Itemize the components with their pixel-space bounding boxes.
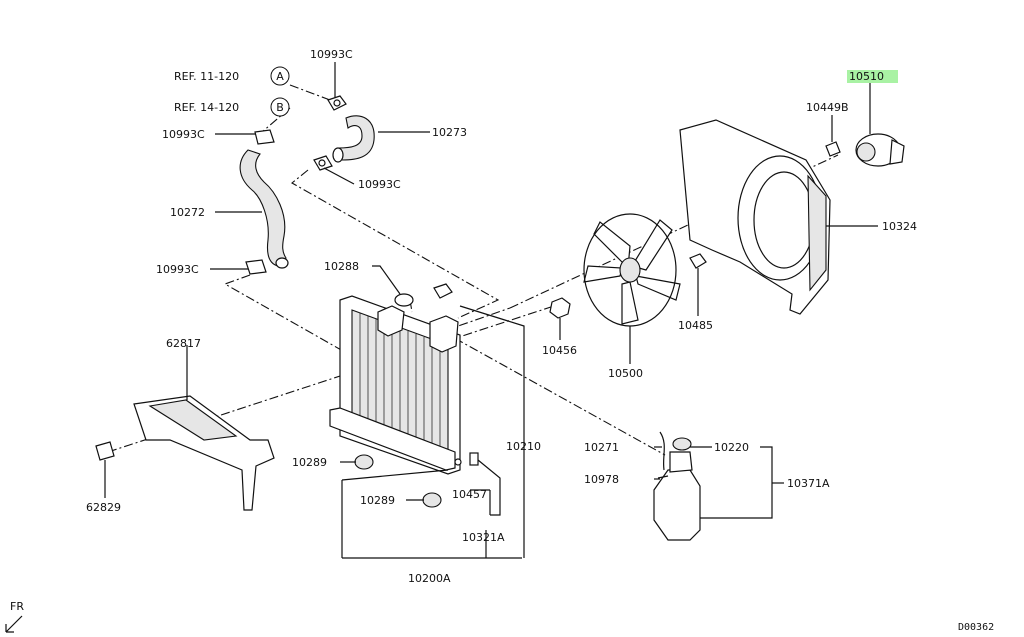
bolt-10449b[interactable] (825, 141, 841, 157)
mount-bushing-10289-a[interactable] (354, 454, 374, 470)
label-10993c-left[interactable]: 10993C (162, 128, 205, 141)
reference-a-circle: A (276, 70, 284, 83)
label-10324[interactable]: 10324 (882, 220, 917, 233)
label-10485[interactable]: 10485 (678, 319, 713, 332)
reference-a-text: REF. 11-120 (174, 70, 239, 83)
reference-b[interactable]: REF. 14-120 B (174, 97, 290, 117)
bracket-62817[interactable] (133, 395, 275, 511)
label-10978[interactable]: 10978 (584, 473, 619, 486)
label-10371a[interactable]: 10371A (787, 477, 830, 490)
clamp-10993c-bottom[interactable] (245, 259, 267, 275)
label-10321a[interactable]: 10321A (462, 531, 505, 544)
label-10289-a[interactable]: 10289 (292, 456, 327, 469)
reference-b-circle: B (276, 101, 284, 114)
label-10457[interactable]: 10457 (452, 488, 487, 501)
drain-plug-10457[interactable] (454, 452, 479, 466)
label-10210[interactable]: 10210 (506, 440, 541, 453)
label-10510[interactable]: 10510 (849, 70, 884, 83)
grommet-62829[interactable] (95, 441, 115, 461)
diagram-code: D00362 (958, 622, 994, 633)
highlight-10510 (847, 70, 898, 83)
leader-lines (104, 62, 878, 559)
label-10449b[interactable]: 10449B (806, 101, 849, 114)
radiator-cap-10288-a[interactable] (394, 293, 414, 307)
label-10288[interactable]: 10288 (324, 260, 359, 273)
mount-bushing-10289-b[interactable] (422, 492, 442, 508)
label-10289-b[interactable]: 10289 (360, 494, 395, 507)
label-62829[interactable]: 62829 (86, 501, 121, 514)
bolt-10485[interactable] (689, 253, 707, 269)
clamp-10993c-b[interactable] (254, 129, 275, 145)
radiator-cap-10288-b[interactable] (433, 283, 453, 299)
label-62817[interactable]: 62817 (166, 337, 201, 350)
fan-motor-10510[interactable] (855, 133, 905, 167)
nut-10456[interactable] (549, 297, 571, 319)
fan-shroud-10324[interactable] (679, 119, 831, 315)
clip-10978[interactable] (657, 475, 669, 479)
tank-cap-10220[interactable] (672, 437, 692, 451)
label-10993c-middle[interactable]: 10993C (358, 178, 401, 191)
front-marker-text: FR (10, 600, 24, 613)
upper-hose-10273[interactable] (332, 115, 375, 163)
clamp-10993c-top[interactable] (327, 95, 347, 111)
label-10993c-top[interactable]: 10993C (310, 48, 353, 61)
reference-b-text: REF. 14-120 (174, 101, 239, 114)
label-10456[interactable]: 10456 (542, 344, 577, 357)
lower-hose-10272[interactable] (239, 149, 289, 269)
radiator-10210[interactable] (329, 295, 461, 475)
front-marker: FR (5, 600, 24, 633)
label-10500[interactable]: 10500 (608, 367, 643, 380)
label-10272[interactable]: 10272 (170, 206, 205, 219)
label-10993c-bottom[interactable]: 10993C (156, 263, 199, 276)
overflow-hose-10271[interactable] (659, 431, 665, 471)
label-10220[interactable]: 10220 (714, 441, 749, 454)
front-arrow-icon (5, 615, 23, 633)
label-10200a[interactable]: 10200A (408, 572, 451, 585)
label-10271[interactable]: 10271 (584, 441, 619, 454)
fan-10500[interactable] (583, 213, 681, 327)
label-10273[interactable]: 10273 (432, 126, 467, 139)
reference-a[interactable]: REF. 11-120 A (174, 66, 290, 86)
part-labels: 10993C 10273 10993C 10993C 10272 10993C … (86, 48, 917, 585)
reserve-tank-10371a[interactable] (653, 451, 701, 541)
clamp-10993c-upper-lower[interactable] (313, 155, 333, 171)
